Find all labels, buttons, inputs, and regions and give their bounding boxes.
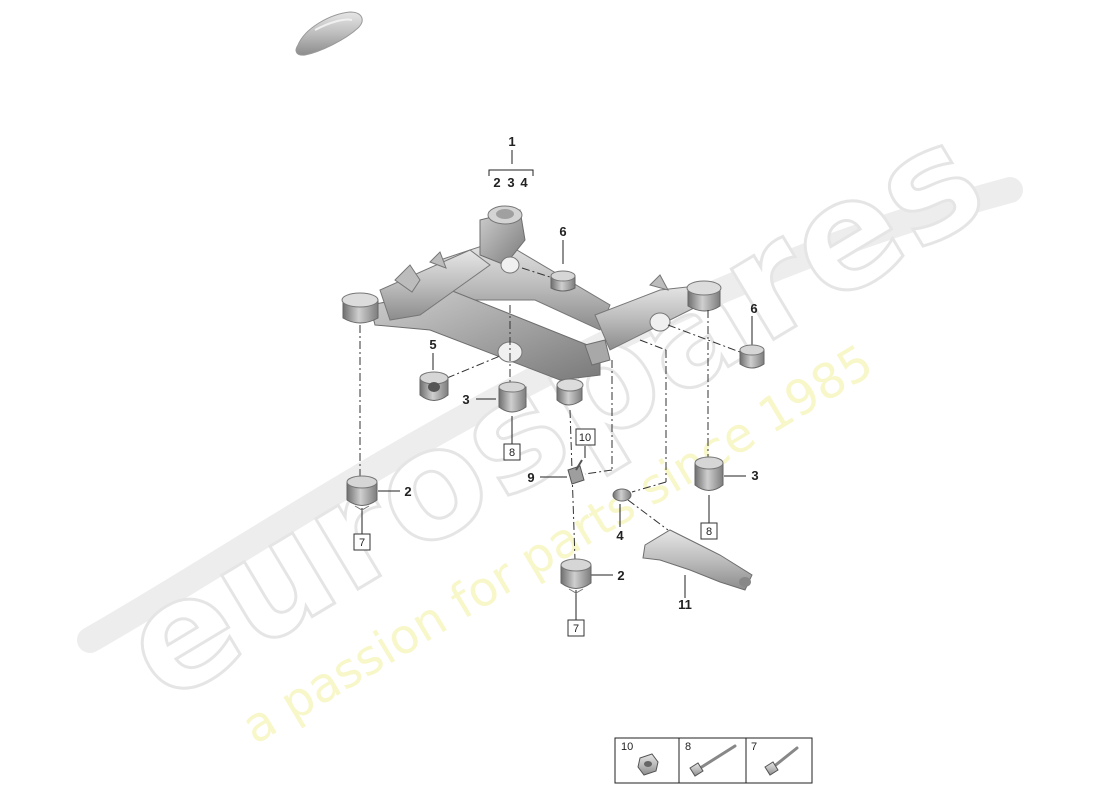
callout-leaders: [361, 150, 753, 620]
callout-9: 9: [527, 470, 534, 485]
callout-6-right: 6: [750, 301, 757, 316]
nut-icon: [637, 753, 659, 776]
callout-5: 5: [429, 337, 436, 352]
watermark-brand: eurospares: [94, 88, 1014, 736]
callout-3-top: 3: [507, 175, 514, 190]
trailing-arm-11: [642, 529, 753, 591]
boxed-callout-8-center: 8: [509, 447, 515, 459]
leader-lines: [359, 267, 741, 561]
watermark: eurospares a passion for parts since 198…: [77, 86, 1023, 755]
bracket-9: [567, 459, 585, 485]
boxed-callout-7-left: 7: [359, 537, 365, 549]
bolt-icon-7: [764, 746, 799, 776]
bushing-5: [419, 371, 449, 401]
bushing-4: [612, 488, 632, 502]
callout-2-left: 2: [404, 484, 411, 499]
boxed-callout-8-right: 8: [706, 526, 712, 538]
callout-2-top: 2: [493, 175, 500, 190]
bolt-icon-8: [689, 744, 737, 777]
bushing-6-right: [739, 344, 765, 369]
vehicle-thumbnail-icon: [295, 11, 363, 56]
mount-3-center: [498, 381, 527, 413]
boxed-callout-7-bottom: 7: [573, 623, 579, 635]
callout-1: 1: [508, 134, 515, 149]
callout-6-upper: 6: [559, 224, 566, 239]
callout-11: 11: [678, 597, 692, 612]
boxed-callouts: 8 10 7 8 7: [353, 428, 718, 637]
legend-label-7: 7: [751, 741, 757, 753]
callout-4-link: 4: [616, 528, 624, 543]
callout-2-bottom: 2: [617, 568, 624, 583]
callout-3-center: 3: [462, 392, 469, 407]
fastener-legend: 10 8 7: [614, 737, 813, 784]
legend-label-8: 8: [685, 741, 691, 753]
rear-subframe: [341, 205, 722, 406]
callouts: 1 2 3 4 6 6 5 3 9 2 4 3 2 11: [404, 134, 758, 612]
callout-4-top: 4: [520, 175, 528, 190]
legend-label-10: 10: [621, 741, 633, 753]
bushing-6-upper: [550, 270, 576, 292]
mount-2-bottom: [560, 558, 592, 594]
callout-3-right: 3: [751, 468, 758, 483]
boxed-callout-10: 10: [579, 432, 591, 444]
mount-2-left: [346, 475, 378, 511]
mount-3-right: [694, 456, 724, 491]
